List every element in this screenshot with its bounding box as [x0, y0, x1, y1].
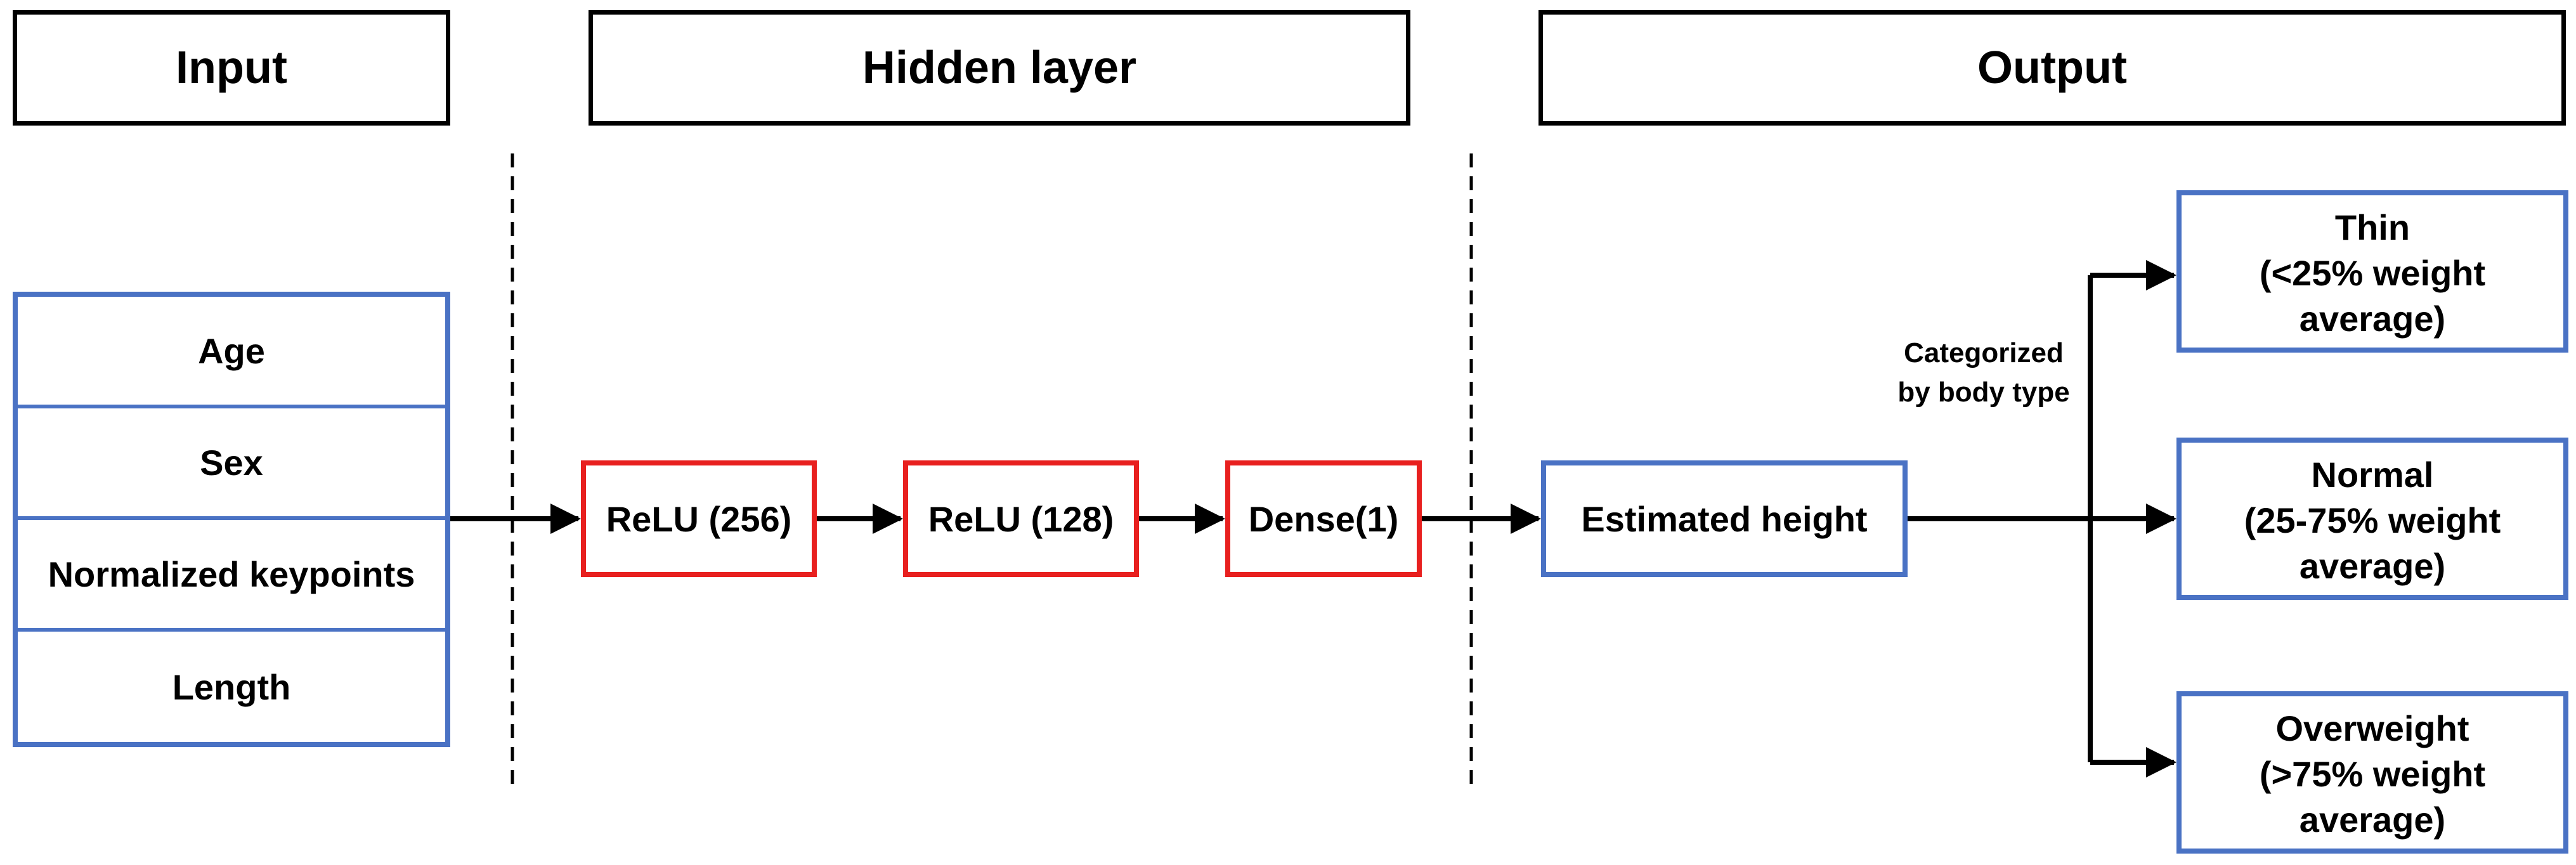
header-hidden-layer: Hidden layer — [589, 10, 1410, 126]
dense-1-layer: Dense(1) — [1225, 460, 1422, 577]
input-sex-label: Sex — [200, 442, 263, 483]
header-output: Output — [1538, 10, 2566, 126]
class-normal-label: Normal (25-75% weight average) — [2244, 455, 2501, 586]
relu-128-label: ReLU (128) — [928, 498, 1114, 539]
input-sex-cell: Sex — [18, 405, 445, 516]
estimated-height-box: Estimated height — [1541, 460, 1908, 577]
input-age-label: Age — [198, 330, 265, 371]
input-age-cell: Age — [18, 297, 445, 405]
relu-256-label: ReLU (256) — [606, 498, 792, 539]
class-normal-box: Normal (25-75% weight average) — [2176, 438, 2568, 600]
input-length-label: Length — [172, 667, 291, 707]
categorized-by-body-type-label: Categorized by body type — [1897, 337, 2070, 408]
class-thin-box: Thin (<25% weight average) — [2176, 190, 2568, 353]
input-features-box: Age Sex Normalized keypoints Length — [13, 292, 450, 747]
class-overweight-label: Overweight (>75% weight average) — [2259, 708, 2486, 840]
header-input-label: Input — [176, 42, 287, 93]
relu-256-layer: ReLU (256) — [581, 460, 817, 577]
class-thin-label: Thin (<25% weight average) — [2259, 207, 2486, 339]
class-overweight-box: Overweight (>75% weight average) — [2176, 691, 2568, 854]
dense-1-label: Dense(1) — [1248, 498, 1399, 539]
input-length-cell: Length — [18, 628, 445, 742]
header-output-label: Output — [1977, 42, 2127, 93]
input-keypoints-cell: Normalized keypoints — [18, 516, 445, 628]
input-keypoints-label: Normalized keypoints — [48, 554, 415, 594]
estimated-height-label: Estimated height — [1581, 498, 1868, 539]
relu-128-layer: ReLU (128) — [903, 460, 1139, 577]
header-input: Input — [13, 10, 450, 126]
header-hidden-label: Hidden layer — [862, 42, 1137, 93]
